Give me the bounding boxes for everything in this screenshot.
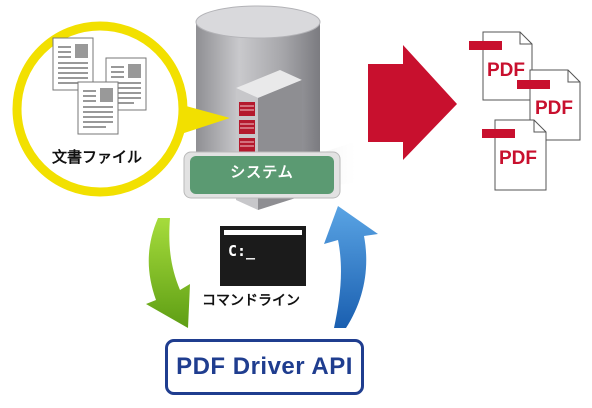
arrow-icon — [324, 206, 378, 328]
arrow-icon — [146, 218, 190, 328]
documents-label: 文書ファイル — [52, 148, 143, 166]
system-badge — [183, 151, 341, 199]
api-box: PDF Driver API — [165, 339, 364, 395]
api-label: PDF Driver API — [176, 353, 353, 380]
pdf-file-icon: PDF — [482, 119, 547, 191]
pdf-file-icon: PDF — [469, 31, 533, 101]
system-label: システム — [230, 163, 294, 181]
document-icon — [52, 37, 147, 135]
pdf-file-icon: PDF — [517, 69, 581, 141]
command-line-label: コマンドライン — [202, 293, 300, 309]
pdf-label-1: PDF — [487, 60, 525, 81]
terminal-icon: C:_ — [220, 226, 306, 286]
pdf-label-2: PDF — [535, 98, 573, 119]
terminal-prompt: C:_ — [228, 242, 256, 260]
arrow-icon — [368, 45, 457, 160]
pdf-label-3: PDF — [499, 148, 537, 169]
